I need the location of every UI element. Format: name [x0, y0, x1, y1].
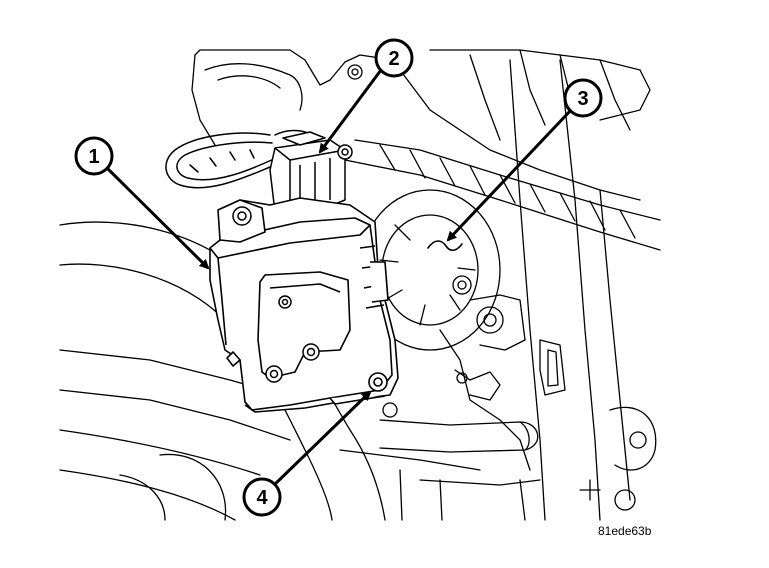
leader-line-1	[105, 166, 210, 270]
svg-text:3: 3	[577, 88, 588, 110]
leader-line-4	[270, 390, 372, 489]
leader-line-2	[318, 69, 383, 154]
leader-line-3	[446, 108, 573, 242]
wire-harness	[165, 129, 319, 189]
svg-text:1: 1	[88, 146, 99, 168]
callout-2: 2	[374, 38, 414, 78]
leader-lines	[105, 69, 573, 489]
svg-text:2: 2	[388, 48, 399, 70]
background-structure	[59, 49, 661, 521]
housing-reference-mark	[427, 240, 463, 252]
callout-3: 3	[563, 78, 603, 118]
svg-text:4: 4	[256, 487, 268, 509]
blend-door-actuator	[209, 197, 399, 413]
actuator-screws	[232, 144, 353, 383]
callout-1: 1	[74, 136, 114, 176]
mounting-screw	[368, 372, 388, 392]
callout-4: 4	[242, 477, 282, 517]
figure-code: 81ede63b	[598, 524, 652, 538]
